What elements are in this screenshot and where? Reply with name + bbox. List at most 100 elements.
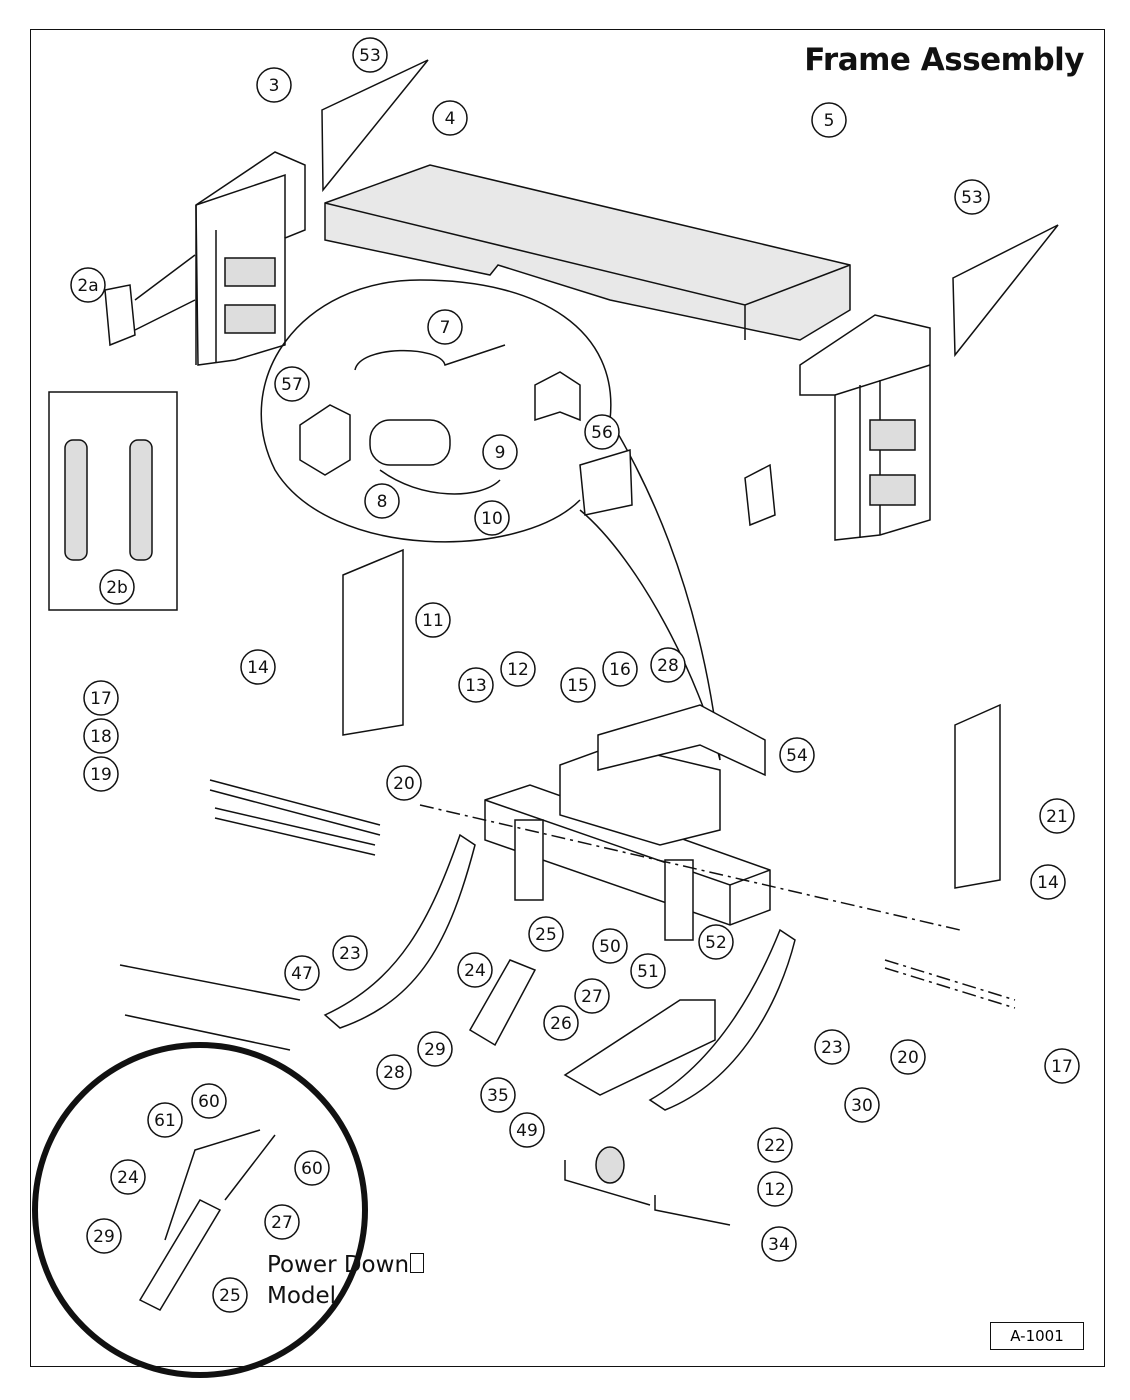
callout-11: 11 — [415, 602, 451, 638]
callout-21: 21 — [1039, 798, 1075, 834]
callout-number: 8 — [377, 492, 388, 512]
callout-circle — [240, 649, 276, 685]
callout-circle — [844, 1087, 880, 1123]
drawing-border — [30, 29, 1105, 1367]
callout-number: 53 — [359, 46, 381, 66]
callout-circle — [509, 1112, 545, 1148]
callout-30: 30 — [844, 1087, 880, 1123]
callout-number: 2a — [77, 276, 98, 296]
power-down-inset-label: Power Down Model — [267, 1250, 425, 1312]
callout-number: 27 — [581, 987, 603, 1007]
callout-number: 12 — [507, 660, 529, 680]
main-frame-tube — [484, 704, 771, 941]
callout-number: 7 — [440, 318, 451, 338]
callout-29: 29 — [417, 1031, 453, 1067]
callout-number: 28 — [383, 1063, 405, 1083]
callout-20: 20 — [386, 765, 422, 801]
callout-number: 3 — [269, 76, 280, 96]
callout-22: 22 — [757, 1127, 793, 1163]
callout-circle — [482, 434, 518, 470]
callout-54: 54 — [779, 737, 815, 773]
missing-glyph-box — [410, 1253, 425, 1273]
callout-circle — [70, 267, 106, 303]
callout-number: 22 — [764, 1136, 786, 1156]
callout-circle — [1039, 798, 1075, 834]
hinge-inset-box — [48, 391, 178, 611]
right-lift-arm — [648, 928, 796, 1111]
callout-2a: 2a — [70, 267, 106, 303]
inset-label-line1: Power Down — [267, 1252, 410, 1278]
callout-circle — [427, 309, 463, 345]
callout-number: 14 — [1037, 873, 1059, 893]
callout-23: 23 — [332, 935, 368, 971]
callout-number: 13 — [465, 676, 487, 696]
callout-number: 14 — [247, 658, 269, 678]
callout-circle — [376, 1054, 412, 1090]
callout-number: 25 — [219, 1286, 241, 1306]
callout-4: 4 — [432, 100, 468, 136]
callout-8: 8 — [364, 483, 400, 519]
callout-49: 49 — [509, 1112, 545, 1148]
callout-14: 14 — [240, 649, 276, 685]
callout-number: 15 — [567, 676, 589, 696]
callout-23: 23 — [814, 1029, 850, 1065]
callout-circle — [474, 500, 510, 536]
callout-circle — [458, 667, 494, 703]
right-step-assembly — [744, 314, 931, 541]
callout-number: 4 — [445, 109, 456, 129]
hydraulic-cylinder — [468, 959, 537, 1047]
callout-number: 34 — [768, 1235, 790, 1255]
callout-circle — [757, 1127, 793, 1163]
pivot-rods — [209, 779, 381, 856]
callout-circle — [543, 1005, 579, 1041]
callout-circle — [191, 1083, 227, 1119]
callout-circle — [147, 1102, 183, 1138]
callout-circle — [592, 928, 628, 964]
callout-circle — [415, 602, 451, 638]
callout-number: 29 — [424, 1040, 446, 1060]
callout-number: 10 — [481, 509, 503, 529]
callout-number: 30 — [851, 1096, 873, 1116]
callout-number: 11 — [422, 611, 444, 631]
callout-circle — [457, 952, 493, 988]
callout-29: 29 — [86, 1218, 122, 1254]
callout-circle — [83, 756, 119, 792]
callout-28: 28 — [376, 1054, 412, 1090]
callout-circle — [630, 953, 666, 989]
callout-circle — [779, 737, 815, 773]
power-down-inset-circle — [32, 1042, 368, 1378]
callout-3: 3 — [256, 67, 292, 103]
callout-25: 25 — [212, 1277, 248, 1313]
callout-35: 35 — [480, 1077, 516, 1113]
callout-number: 35 — [487, 1086, 509, 1106]
callout-14: 14 — [1030, 864, 1066, 900]
callout-circle — [352, 37, 388, 73]
callout-number: 52 — [705, 933, 727, 953]
callout-27: 27 — [264, 1204, 300, 1240]
callout-9: 9 — [482, 434, 518, 470]
callout-circle — [284, 955, 320, 991]
callout-circle — [294, 1150, 330, 1186]
callout-10: 10 — [474, 500, 510, 536]
callout-24: 24 — [457, 952, 493, 988]
callout-27: 27 — [574, 978, 610, 1014]
callout-number: 23 — [821, 1038, 843, 1058]
callout-number: 51 — [637, 962, 659, 982]
callout-circle — [83, 680, 119, 716]
callout-26: 26 — [543, 1005, 579, 1041]
callout-circle — [814, 1029, 850, 1065]
document-number: A-1001 — [990, 1322, 1084, 1350]
callout-number: 61 — [154, 1111, 176, 1131]
callout-20: 20 — [890, 1039, 926, 1075]
callout-circle — [432, 100, 468, 136]
callout-circle — [83, 718, 119, 754]
callout-number: 60 — [198, 1092, 220, 1112]
callout-15: 15 — [560, 667, 596, 703]
inset-cylinder — [138, 1199, 222, 1311]
callout-circle — [528, 916, 564, 952]
callout-circle — [650, 647, 686, 683]
callout-circle — [256, 67, 292, 103]
callout-circle — [757, 1171, 793, 1207]
callout-circle — [500, 651, 536, 687]
callout-number: 23 — [339, 944, 361, 964]
